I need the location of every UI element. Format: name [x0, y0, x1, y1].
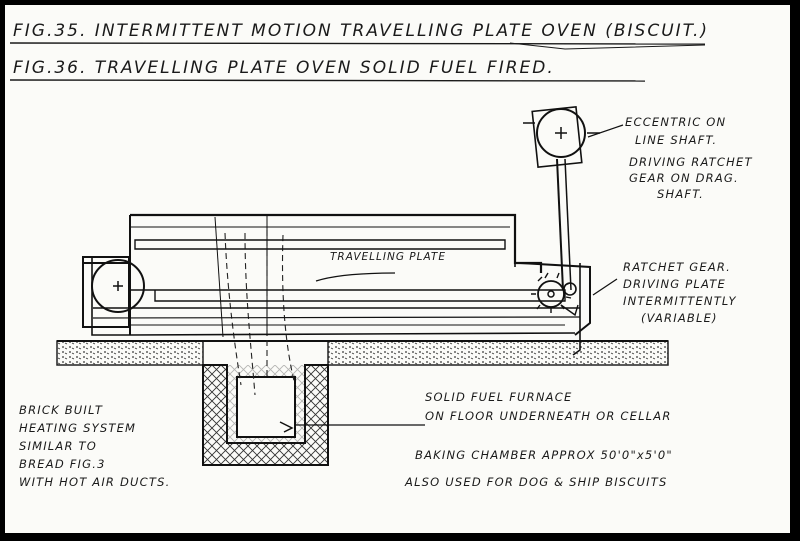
ratchet-gear-assembly	[519, 262, 591, 356]
ratchet-label-line-4: (VARIABLE)	[641, 311, 718, 325]
brick-label-line-2: HEATING SYSTEM	[19, 421, 137, 435]
oven-diagram	[9, 42, 706, 466]
baking-chamber-label: BAKING CHAMBER APPROX 50'0"x5'0"	[415, 448, 673, 462]
furnace-label-line-1: SOLID FUEL FURNACE	[425, 390, 573, 404]
brick-label-line-1: BRICK BUILT	[19, 403, 104, 417]
ratchet-label-line-1: RATCHET GEAR.	[623, 260, 731, 274]
ratchet-label-line-2: DRIVING PLATE	[623, 277, 726, 291]
title-underlines	[9, 42, 706, 82]
eccentric-on-line-shaft	[523, 105, 600, 291]
eccentric-label-line-2: LINE SHAFT.	[635, 133, 718, 147]
brick-label-line-4: BREAD FIG.3	[19, 457, 106, 471]
ratchet-label-line-3: INTERMITTENTLY	[623, 294, 737, 308]
brick-heating-pit	[202, 364, 329, 466]
drawing-sheet: FIG.35. INTERMITTENT MOTION TRAVELLING P…	[5, 5, 790, 533]
also-used-label: ALSO USED FOR DOG & SHIP BISCUITS	[405, 475, 668, 489]
furnace-label-line-2: ON FLOOR UNDERNEATH OR CELLAR	[425, 409, 672, 423]
driving-label-line-3: SHAFT.	[657, 187, 704, 201]
eccentric-label-line-1: ECCENTRIC ON	[625, 115, 727, 129]
figure-36-title: FIG.36. TRAVELLING PLATE OVEN SOLID FUEL…	[13, 58, 555, 78]
driving-label-line-1: DRIVING RATCHET	[629, 155, 753, 169]
floor-slab	[56, 340, 669, 366]
driving-label-line-2: GEAR ON DRAG.	[629, 171, 739, 185]
leader-lines	[295, 124, 624, 426]
left-drum	[82, 256, 145, 336]
figure-35-title: FIG.35. INTERMITTENT MOTION TRAVELLING P…	[13, 21, 710, 41]
travelling-plate-label: TRAVELLING PLATE	[330, 251, 446, 263]
brick-label-line-5: WITH HOT AIR DUCTS.	[19, 475, 171, 489]
oven-body	[83, 213, 581, 338]
brick-label-line-3: SIMILAR TO	[19, 439, 98, 453]
